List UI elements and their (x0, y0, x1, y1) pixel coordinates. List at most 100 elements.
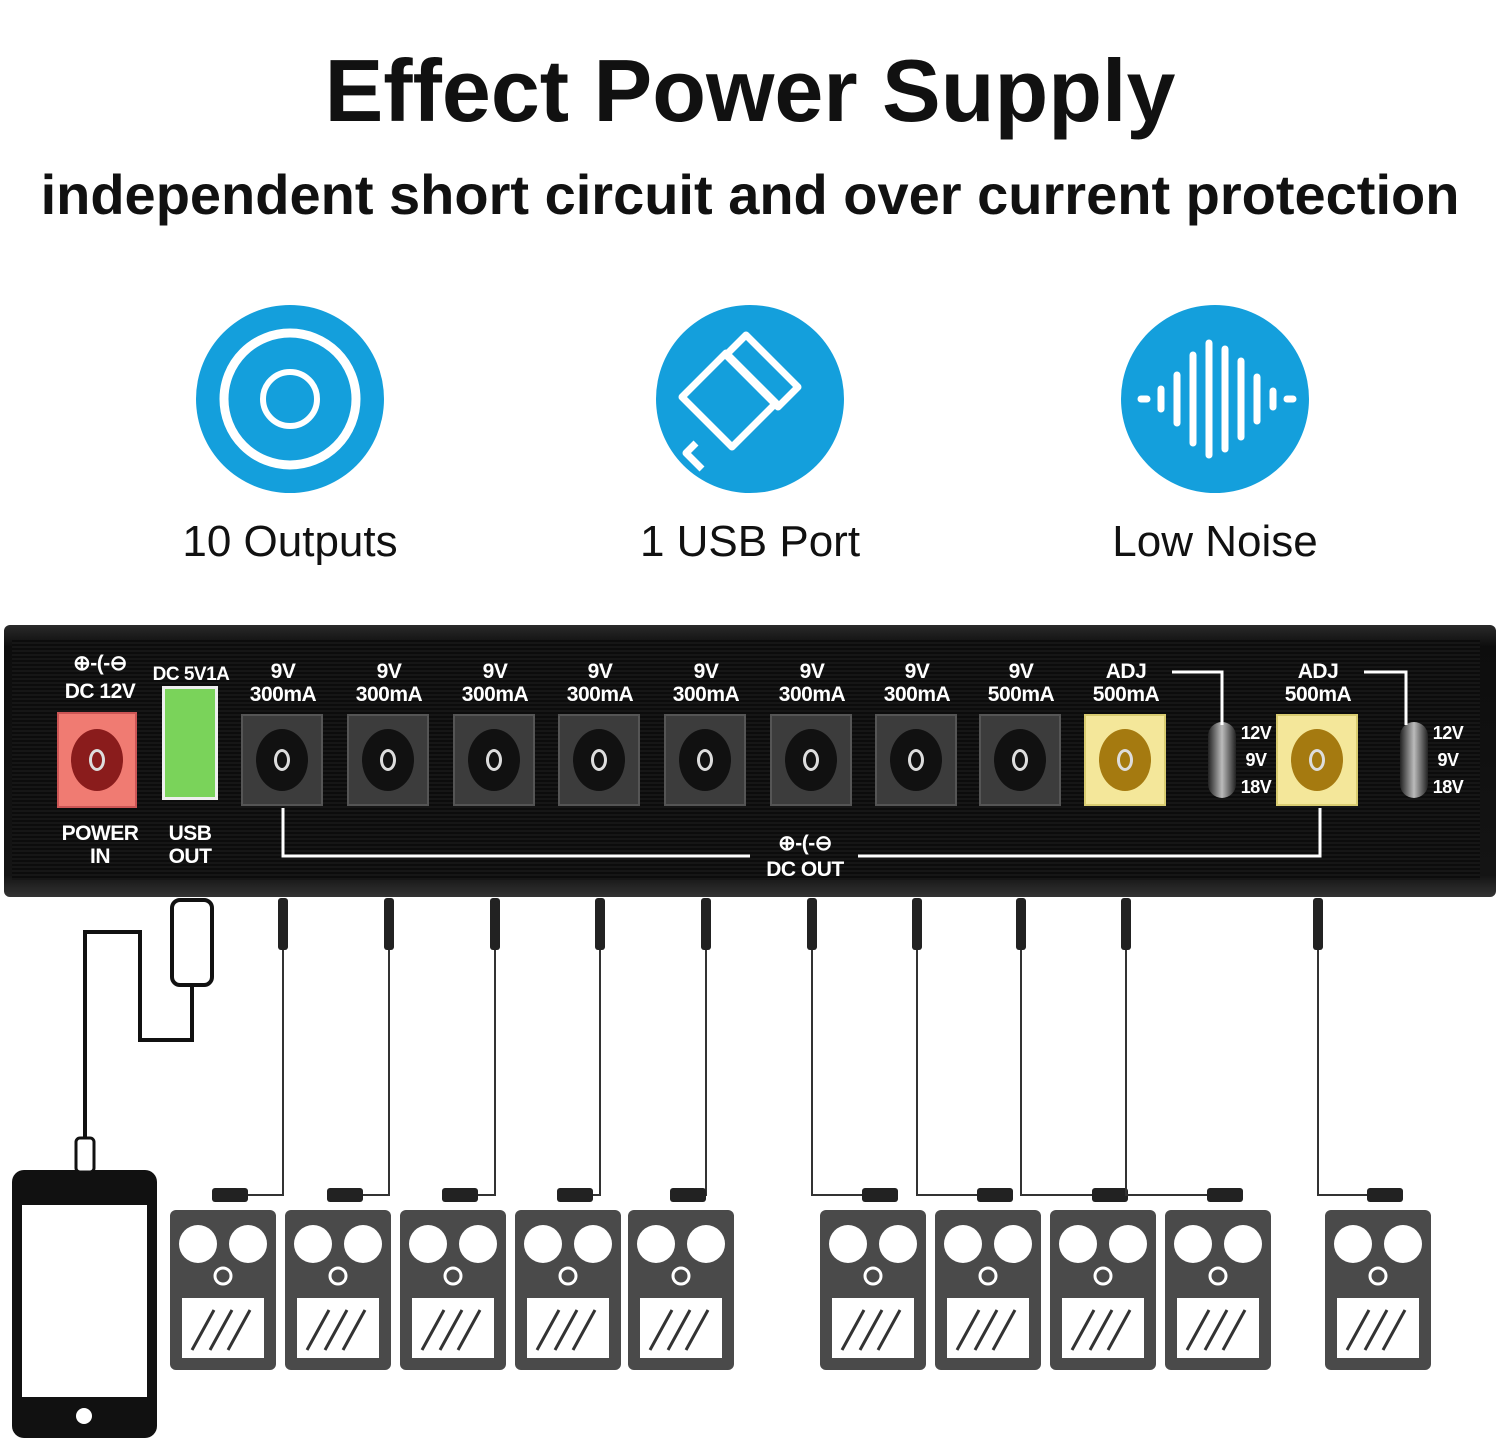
pedal-plug (977, 1188, 1013, 1202)
voltage-selector-switch[interactable] (1400, 722, 1428, 798)
label-line: IN (90, 845, 111, 868)
pedal-footswitch-lines (1185, 1309, 1247, 1351)
pedal-led (443, 1266, 463, 1286)
usb-out-spec: DC 5V1A (152, 664, 230, 685)
pedal-led (863, 1266, 883, 1286)
dc-cable (1317, 950, 1397, 1196)
pedal-plug (670, 1188, 706, 1202)
voltage-option: 12V (1432, 723, 1464, 743)
pedal-led (558, 1266, 578, 1286)
pedal-plug (862, 1188, 898, 1202)
output-1-jack[interactable] (241, 714, 323, 806)
output-voltage: ADJ (1105, 660, 1147, 683)
feature-label: Low Noise (1112, 517, 1318, 566)
usb-cable (83, 930, 194, 1140)
output-7-jack[interactable] (875, 714, 957, 806)
dc-cable (1020, 950, 1122, 1196)
output-3-jack[interactable] (453, 714, 535, 806)
output-current: 300mA (461, 683, 529, 706)
output-current: 300mA (249, 683, 317, 706)
pedal-led (978, 1266, 998, 1286)
output-10-jack[interactable] (1276, 714, 1358, 806)
usb-plug-icon (170, 898, 214, 987)
dc-out-polarity-icon: ⊕-(-⊖ (778, 832, 832, 855)
dc-plug (595, 898, 605, 950)
voltage-option: 12V (1240, 723, 1272, 743)
dc-out-label: DC OUT (766, 858, 844, 881)
output-current: 300mA (355, 683, 423, 706)
output-voltage: 9V (587, 660, 613, 683)
pedal-knob (637, 1225, 675, 1263)
power-in-jack[interactable] (57, 712, 137, 808)
dc-plug (384, 898, 394, 950)
phone-home-button (76, 1408, 92, 1424)
dc-plug (278, 898, 288, 950)
usb-icon (656, 305, 844, 493)
pedal-knob (1384, 1225, 1422, 1263)
pedal-knob (1334, 1225, 1372, 1263)
label-line: POWER (61, 822, 139, 845)
pedal-led (1208, 1266, 1228, 1286)
dc-plug (912, 898, 922, 950)
dc-cable (700, 950, 707, 1196)
pedal-knob (994, 1225, 1032, 1263)
output-voltage: 9V (799, 660, 825, 683)
pedal-knob (1174, 1225, 1212, 1263)
page-title: Effect Power Supply (324, 41, 1176, 140)
pedal-led (1368, 1266, 1388, 1286)
pedal-footswitch-lines (305, 1309, 367, 1351)
output-voltage: 9V (270, 660, 296, 683)
feature-usb: 1 USB Port (540, 305, 960, 567)
output-voltage: 9V (1008, 660, 1034, 683)
pedal-led (671, 1266, 691, 1286)
voltage-option: 18V (1240, 777, 1272, 797)
pedal-footswitch-lines (840, 1309, 902, 1351)
dc-cable (357, 950, 390, 1196)
output-2-jack[interactable] (347, 714, 429, 806)
pedal-footswitch-lines (648, 1309, 710, 1351)
pedal-footswitch-lines (1345, 1309, 1407, 1351)
pedal-knob (574, 1225, 612, 1263)
output-voltage: 9V (376, 660, 402, 683)
dc-cable (811, 950, 892, 1196)
output-9-jack[interactable] (1084, 714, 1166, 806)
output-6-jack[interactable] (770, 714, 852, 806)
pedal-footswitch-lines (420, 1309, 482, 1351)
voltage-option: 9V (1245, 750, 1267, 770)
output-current: 300mA (566, 683, 634, 706)
pedal-knob (1109, 1225, 1147, 1263)
dc-plug (1016, 898, 1026, 950)
disc-icon (196, 305, 384, 493)
output-4-jack[interactable] (558, 714, 640, 806)
output-voltage: 9V (693, 660, 719, 683)
dc-plug (1313, 898, 1323, 950)
pedal-knob (459, 1225, 497, 1263)
pedal-plug (557, 1188, 593, 1202)
output-8-jack[interactable] (979, 714, 1061, 806)
dc-cable (916, 950, 1007, 1196)
dc-plug (701, 898, 711, 950)
voltage-selector-switch[interactable] (1208, 722, 1236, 798)
pedal-knob (179, 1225, 217, 1263)
dc-out-bracket (281, 808, 1322, 858)
dc-plug (807, 898, 817, 950)
output-current: 500mA (1284, 683, 1352, 706)
feature-label: 1 USB Port (639, 517, 861, 566)
dc-cable (1125, 950, 1237, 1196)
output-5-jack[interactable] (664, 714, 746, 806)
dc-cable (472, 950, 496, 1196)
feature-outputs: 10 Outputs (80, 305, 500, 567)
pedal-footswitch-lines (955, 1309, 1017, 1351)
label-line: USB (168, 822, 212, 845)
pedal-knob (294, 1225, 332, 1263)
usb-out-port[interactable] (162, 686, 218, 800)
